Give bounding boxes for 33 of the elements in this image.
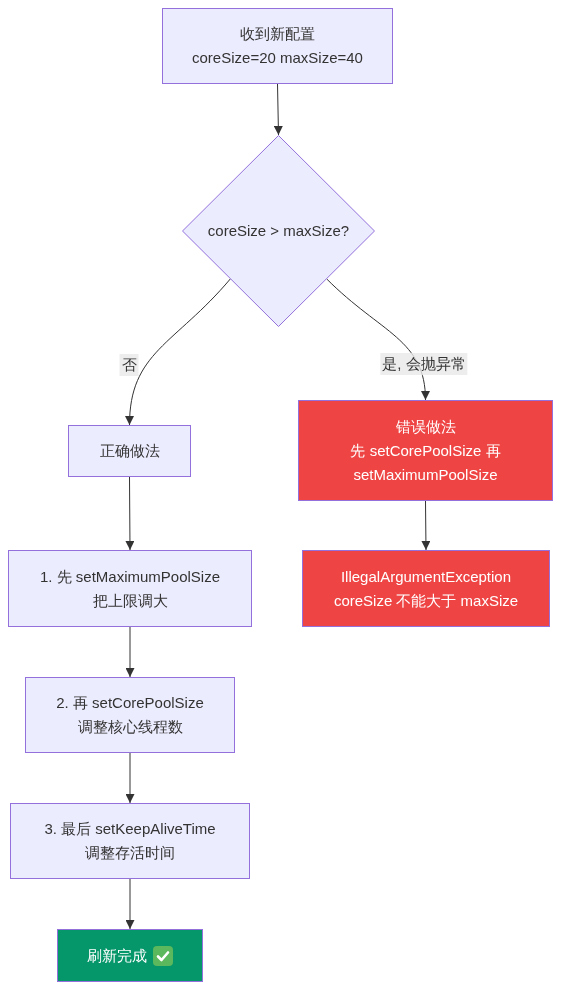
node-text: 2. 再 setCorePoolSize [56,693,204,713]
process-box [8,550,252,627]
arrow [273,83,283,136]
arrow [125,278,231,426]
arrow [421,500,431,551]
end-box [57,929,203,982]
node-text: 错误做法 [395,416,456,437]
node-text: 先 setCorePoolSize 再 setMaximumPoolSize [349,440,502,485]
edge-label: 是, 会抛异常 [380,353,468,375]
node-text: 刷新完成 [87,945,147,966]
node-text: IllegalArgumentException [340,566,512,587]
error-box [302,550,550,627]
arrow [125,626,135,678]
decision-diamond [182,135,375,327]
arrow [125,476,135,551]
node-text: 3. 最后 setKeepAliveTime [44,819,216,839]
node-text: coreSize=20 maxSize=40 [192,48,363,68]
node-text: coreSize > maxSize? [207,221,350,241]
process-box [25,677,235,753]
arrow [125,752,135,804]
process-box [68,425,191,477]
node-text: coreSize 不能大于 maxSize [333,590,519,611]
process-box [10,803,250,879]
node-text: 调整核心线程数 [77,717,183,737]
arrow [125,878,135,930]
node-text: 调整存活时间 [85,843,175,863]
error-box [298,400,553,501]
node-text: 正确做法 [99,441,160,461]
node-text: 收到新配置 [240,24,315,44]
process-box [162,8,393,84]
node-text: 把上限调大 [92,590,168,611]
node-text: 1. 先 setMaximumPoolSize [39,566,221,587]
edge-label: 否 [119,354,139,376]
